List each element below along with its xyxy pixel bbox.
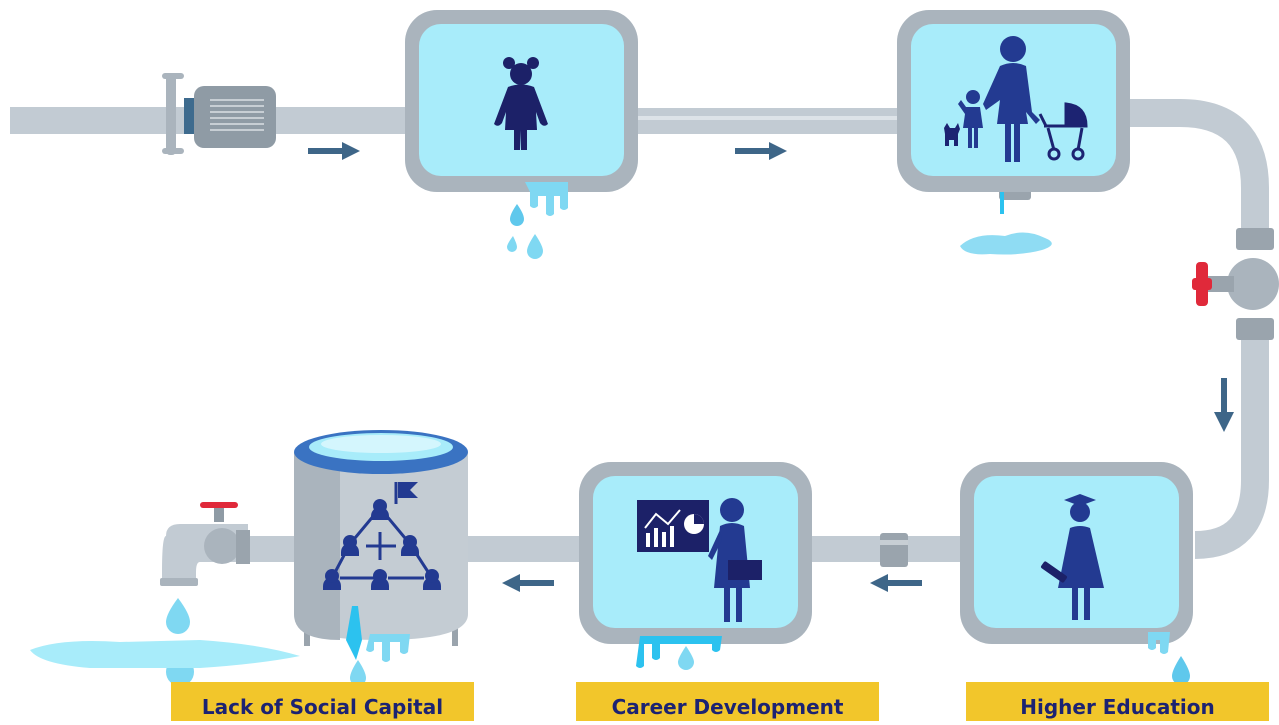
drip-icon [1148,632,1190,685]
valve-icon [1192,228,1279,340]
flow-arrow-icon [308,142,360,160]
drip-icon [636,636,722,670]
stage-label-text: Higher Education [1020,695,1215,719]
stage-label-text: Career Development [611,695,844,719]
stage-label-text: Lack of Social Capital [201,695,444,719]
puddle [960,232,1052,255]
stage-box-higher-education [960,462,1193,685]
graduate-icon [1041,494,1104,620]
network-icon [323,482,441,590]
pipes [10,99,1269,567]
stage-box-family-formation [897,10,1130,255]
pipe-connector [880,533,908,567]
stage-label-social-capital: Lack of Social Capital [171,682,474,721]
flow-arrow-icon [735,142,787,160]
drip-icon [346,606,410,686]
drip-icon [507,182,568,259]
flow-arrow-icon [502,574,554,592]
faucet-drips [30,598,300,686]
stage-box-early-childhood [405,10,638,259]
puddle [30,640,300,668]
faucet-icon [160,502,250,586]
mother-with-children-icon [944,36,1040,162]
flow-arrows [308,142,1234,592]
pipe-elbow-top [1125,99,1269,230]
presenter-icon [637,498,762,622]
pipe-elbow-bottom [1194,335,1269,559]
pipe-segment-bottom-mid [455,536,590,562]
pump-icon [162,73,276,155]
flow-arrow-icon [870,574,922,592]
stage-box-career-development [579,462,812,670]
stroller-icon [1038,102,1088,161]
flow-arrow-icon [1214,378,1234,432]
stage-label-career-development: Career Development [576,682,879,721]
stage-label-higher-education: Higher Education [966,682,1269,721]
water-tank-icon [294,430,468,686]
child-icon [494,57,548,150]
pipe-segment-1 [630,108,905,134]
